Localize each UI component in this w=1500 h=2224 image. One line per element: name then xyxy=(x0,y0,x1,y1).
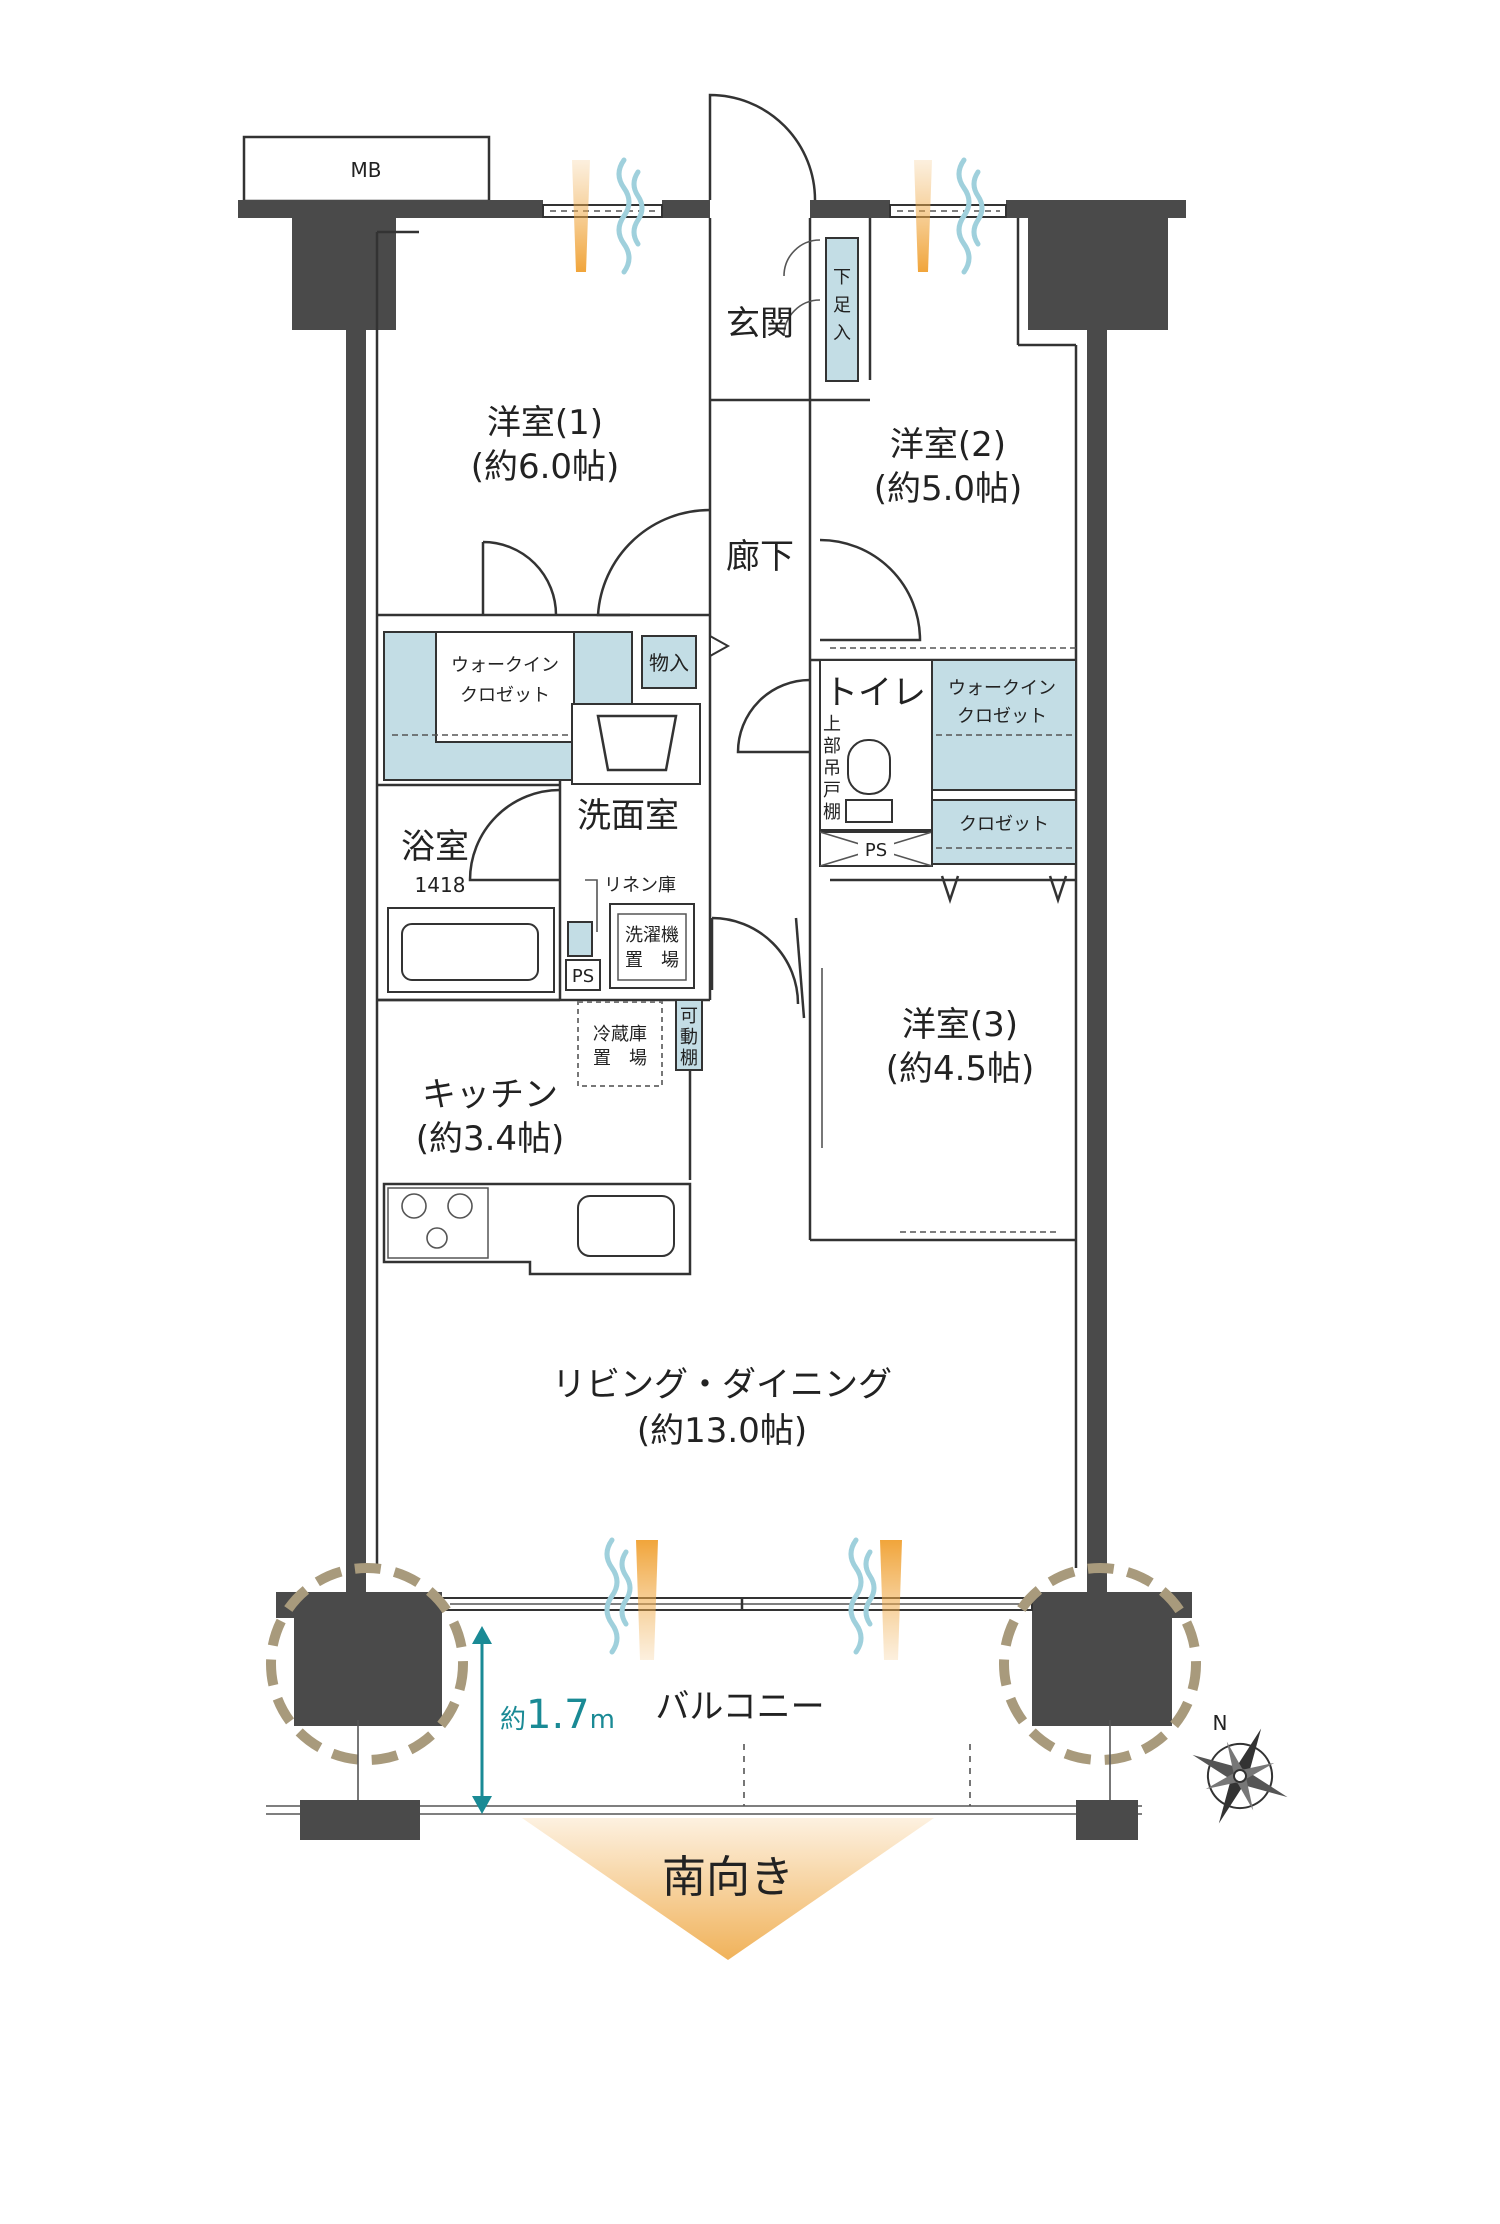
room2-door xyxy=(819,538,922,642)
linen-line xyxy=(585,879,598,932)
monoire xyxy=(641,635,697,689)
ld-size: (約13.0帖) xyxy=(637,1411,807,1451)
jobu-5: 棚 xyxy=(823,802,841,823)
kadoudana-2: 動 xyxy=(680,1027,698,1048)
wic2-label-2: クロゼット xyxy=(957,706,1047,727)
closet-3 xyxy=(931,799,1077,865)
ld-name: リビング・ダイニング xyxy=(552,1365,892,1405)
room3-size: (約4.5帖) xyxy=(886,1049,1035,1089)
pillar-bottom-right xyxy=(1032,1618,1172,1726)
monoire-label: 物入 xyxy=(649,651,689,675)
linen-label: リネン庫 xyxy=(604,875,676,896)
pillar-top-left xyxy=(292,218,396,330)
shoe-closet xyxy=(825,237,859,382)
south-indicator xyxy=(522,1818,934,1960)
top-wall-mid xyxy=(662,200,710,218)
wic1-label-2: クロゼット xyxy=(460,685,550,706)
light-arrow-bottom-left xyxy=(636,1540,658,1660)
compass-icon xyxy=(1192,1728,1288,1824)
kadoudana-3: 棚 xyxy=(680,1048,698,1069)
top-wall-mid2 xyxy=(810,200,890,218)
walk-in-closet-2 xyxy=(931,659,1077,791)
rouka-label: 廊下 xyxy=(726,537,794,577)
sentakuki-label-1: 洗濯機 xyxy=(625,925,679,946)
room1-size: (約6.0帖) xyxy=(471,447,620,487)
bathroom-label: 浴室 xyxy=(401,827,469,867)
room1-door xyxy=(596,508,711,617)
bath-size: 1418 xyxy=(415,873,466,897)
balcony-depth-text: 約1.7m xyxy=(500,1692,615,1738)
light-arrow-top-right xyxy=(914,160,932,272)
right-wall xyxy=(1087,330,1107,1592)
wic2-label-1: ウォークイン xyxy=(948,678,1056,699)
sentakuki-label-2: 置 場 xyxy=(625,950,679,971)
geta-ire-1: 下 xyxy=(833,267,851,288)
window-room1 xyxy=(542,204,663,218)
pillar-bottom-left xyxy=(294,1618,442,1726)
jobu-1: 上 xyxy=(823,714,841,735)
pillar-ring-right xyxy=(999,1563,1201,1765)
room2-name: 洋室(2) xyxy=(890,425,1006,465)
ps-wash-label: PS xyxy=(572,966,594,987)
wic1-inner xyxy=(435,631,575,743)
room2-size: (約5.0帖) xyxy=(874,469,1023,509)
south-label: 南向き xyxy=(662,1852,794,1903)
top-wall-right xyxy=(1006,200,1186,218)
geta-ire-2: 足 xyxy=(833,295,851,316)
balcony-rail xyxy=(266,1720,1142,1815)
balcony-label: バルコニー xyxy=(655,1687,824,1727)
wic1-label-1: ウォークイン xyxy=(451,655,559,676)
jobu-3: 吊 xyxy=(823,758,841,779)
balcony-window xyxy=(441,1597,1033,1611)
kitchen-size: (約3.4帖) xyxy=(416,1119,565,1159)
room1-closet-door xyxy=(481,540,558,616)
hallway-marker xyxy=(709,634,731,658)
ps-toilet-label: PS xyxy=(865,840,887,861)
ld-door-leaf xyxy=(794,917,806,1019)
pillar-top-right xyxy=(1028,218,1168,330)
kitchen-counter xyxy=(382,1182,692,1276)
adjustable-shelf xyxy=(675,999,703,1071)
kadoudana-1: 可 xyxy=(680,1006,698,1027)
bathroom-door xyxy=(468,788,561,882)
mb-label: MB xyxy=(351,158,382,182)
wind-symbols xyxy=(604,157,985,1655)
balcony-depth-dimension xyxy=(472,1626,492,1814)
genkan-cabinet-doors xyxy=(783,239,821,337)
closet-label: クロゼット xyxy=(959,814,1049,835)
compass-n-label: N xyxy=(1213,1711,1228,1735)
jobu-4: 戸 xyxy=(823,780,841,801)
room3-name: 洋室(3) xyxy=(902,1005,1018,1045)
sink xyxy=(596,714,678,772)
balcony-post-left xyxy=(300,1800,420,1840)
mb-box xyxy=(242,135,491,203)
ps-wash xyxy=(565,959,601,991)
reizouko-label-2: 置 場 xyxy=(593,1048,647,1069)
washroom-label: 洗面室 xyxy=(577,796,679,836)
top-wall-left xyxy=(238,200,543,218)
kitchen-name: キッチン xyxy=(422,1075,558,1115)
ld-door xyxy=(710,916,800,1005)
room1-name: 洋室(1) xyxy=(487,403,603,443)
light-arrow-top-left xyxy=(572,160,590,272)
light-arrow-bottom-right xyxy=(880,1540,902,1660)
toilet-fixture xyxy=(845,739,893,823)
jobu-2: 部 xyxy=(823,736,841,757)
linen-cabinet xyxy=(567,921,593,957)
pillar-ring-left xyxy=(266,1563,468,1765)
left-wall xyxy=(346,330,366,1592)
balcony-post-right xyxy=(1076,1800,1138,1840)
toilet-label: トイレ xyxy=(824,673,926,713)
genkan-label: 玄関 xyxy=(726,304,794,344)
entrance-door xyxy=(708,93,817,201)
geta-ire-3: 入 xyxy=(833,323,851,344)
window-room2 xyxy=(889,204,1007,218)
toilet-door xyxy=(736,678,811,754)
fridge-space xyxy=(577,1001,663,1087)
closet-doors xyxy=(940,875,1068,904)
reizouko-label-1: 冷蔵庫 xyxy=(593,1024,647,1045)
